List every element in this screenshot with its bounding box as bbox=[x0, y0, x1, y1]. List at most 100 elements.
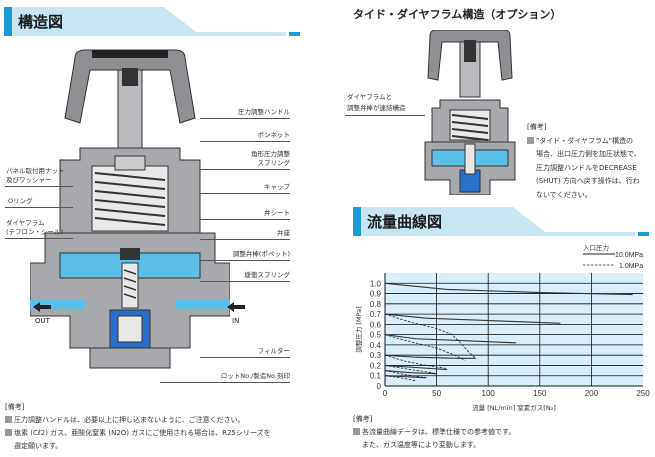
series-line-1.0MPa bbox=[384, 375, 417, 382]
bullet-square-icon bbox=[5, 416, 12, 423]
y-tick-label: 0.5 bbox=[370, 331, 382, 340]
note-text: (SHUT) 方向へ戻す操作は、行わ bbox=[536, 177, 640, 185]
leader-line bbox=[5, 207, 73, 208]
label-buffer-spring: 緩衝スプリング bbox=[244, 271, 291, 279]
notes-heading: [備考] bbox=[527, 123, 547, 131]
y-tick-label: 0.7 bbox=[370, 310, 382, 319]
label-square-spring: 角形圧力調整 bbox=[251, 150, 290, 158]
label-panel-washer: 及びワッシャー bbox=[6, 176, 52, 184]
x-tick-label: 250 bbox=[636, 389, 650, 398]
section-title: 構造図 bbox=[18, 13, 64, 31]
label-o-ring: Oリング bbox=[8, 197, 33, 205]
y-tick-label: 0.4 bbox=[370, 341, 382, 350]
series-line-10.0MPa bbox=[384, 282, 633, 296]
series-line-10.0MPa bbox=[384, 334, 517, 344]
note-item: 塩素 (Cℓ2) ガス、亜酸化窒素 (N2O) ガスにご使用される場合は、R25… bbox=[5, 427, 271, 440]
x-tick-label: 200 bbox=[585, 389, 599, 398]
tied-diaphragm-diagram bbox=[424, 30, 516, 195]
leader-line bbox=[200, 193, 290, 194]
bullet-square-icon bbox=[353, 428, 360, 435]
x-axis-label: 流量 [NL/min] 窒素ガス[N₂] bbox=[472, 403, 556, 412]
series-line-10.0MPa bbox=[384, 313, 561, 324]
leader-line bbox=[200, 260, 290, 261]
x-tick-label: 150 bbox=[533, 389, 547, 398]
regulator-cross-section-diagram bbox=[30, 49, 230, 369]
label-tied-2: 調整弁棒が連結構造 bbox=[347, 104, 406, 112]
notes-heading: [備考] bbox=[5, 403, 25, 411]
leader-line bbox=[200, 281, 290, 282]
label-valve-seat: 弁シート bbox=[264, 209, 290, 217]
in-label: IN bbox=[232, 317, 240, 325]
tied-diaphragm-title: タイド・ダイヤフラム構造（オプション） bbox=[353, 8, 562, 21]
bullet-square-icon bbox=[5, 429, 12, 436]
label-bonnet: ボンネット bbox=[257, 131, 290, 139]
legend-label: 1.0MPa bbox=[619, 263, 643, 270]
note-text: ないでください。 bbox=[536, 190, 592, 199]
series-line-1.0MPa bbox=[384, 313, 477, 359]
legend-title: 入口圧力 bbox=[583, 243, 609, 252]
note-text: 圧力調整ハンドルは、必要以上に押し込まないように、ご注意ください。 bbox=[14, 416, 245, 424]
out-arrow-icon bbox=[33, 302, 51, 312]
leader-line bbox=[200, 141, 290, 142]
plot-area bbox=[385, 273, 643, 386]
y-tick-label: 0 bbox=[377, 382, 382, 391]
label-valve-base: 弁座 bbox=[277, 229, 290, 237]
legend-label: 10.0MPa bbox=[615, 252, 643, 259]
section-header-structure: 構造図 bbox=[4, 7, 300, 36]
note-text: 塩素 (Cℓ2) ガス、亜酸化窒素 (N2O) ガスにご使用される場合は、R25… bbox=[14, 429, 271, 437]
notes-heading: [備考] bbox=[353, 415, 373, 423]
series-line-10.0MPa bbox=[384, 375, 427, 379]
tied-notes: [備考] "タイド・ダイヤフラム"構造の 場合、出口圧力側を加圧状態で、 圧力調… bbox=[527, 121, 641, 202]
label-spring: スプリング bbox=[257, 159, 291, 167]
leader-line bbox=[200, 118, 290, 119]
leader-line bbox=[5, 238, 73, 239]
header-background bbox=[353, 207, 649, 236]
series-line-1.0MPa bbox=[384, 370, 427, 379]
label-cap: キャップ bbox=[264, 183, 290, 191]
y-tick-label: 0.9 bbox=[370, 290, 382, 299]
note-item: 各流量曲線データは、標準仕様での参考値です。 bbox=[353, 426, 515, 439]
leader-line bbox=[160, 382, 290, 383]
label-panel-nut: パネル取付用ナット bbox=[6, 167, 65, 175]
note-text: 圧力調整ハンドルをDECREASE bbox=[536, 163, 637, 172]
out-label: OUT bbox=[35, 317, 50, 325]
label-filter: フィルター bbox=[257, 347, 290, 355]
bullet-square-icon bbox=[527, 136, 534, 144]
label-tied-1: ダイヤフラムと bbox=[347, 93, 393, 101]
note-text: 場合、出口圧力側を加圧状態で、 bbox=[536, 150, 641, 158]
note-item: 圧力調整ハンドルは、必要以上に押し込まないように、ご注意ください。 bbox=[5, 414, 245, 427]
label-pressure-handle: 圧力調整ハンドル bbox=[238, 108, 290, 116]
series-line-1.0MPa bbox=[384, 334, 466, 361]
leader-line bbox=[200, 169, 290, 170]
note-text: 選定願います。 bbox=[14, 442, 63, 450]
y-tick-label: 1.0 bbox=[370, 279, 382, 288]
label-diaphragm: ダイヤフラム bbox=[6, 219, 45, 227]
leader-line bbox=[5, 186, 73, 187]
header-background bbox=[4, 7, 300, 36]
series-line-1.0MPa bbox=[384, 354, 447, 369]
series-line-10.0MPa bbox=[384, 354, 476, 359]
leader-line bbox=[200, 219, 290, 220]
note-text: また、ガス温度等により変動します。 bbox=[362, 441, 481, 449]
in-arrow-icon bbox=[227, 302, 245, 312]
label-poppet: 調整弁棒(ポペット) bbox=[232, 250, 290, 258]
leader-line bbox=[200, 357, 290, 358]
y-tick-label: 0.1 bbox=[370, 372, 382, 381]
series-line-10.0MPa bbox=[384, 364, 447, 371]
y-tick-label: 0.8 bbox=[370, 300, 382, 309]
x-tick-label: 100 bbox=[482, 389, 496, 398]
label-teflon-seal: (テフロン・シール) bbox=[6, 228, 64, 236]
section-title: 流量曲線図 bbox=[367, 213, 443, 231]
x-tick-label: 0 bbox=[383, 389, 388, 398]
leader-line bbox=[345, 115, 425, 116]
series-line-1.0MPa bbox=[384, 365, 437, 375]
y-axis-label: 調整圧力 [MPa] bbox=[354, 306, 363, 352]
x-tick-label: 50 bbox=[432, 389, 441, 398]
y-tick-label: 0.2 bbox=[370, 361, 382, 370]
note-item: "タイド・ダイヤフラム"構造の bbox=[527, 135, 641, 149]
section-header-flow: 流量曲線図 bbox=[353, 207, 649, 236]
note-text: 各流量曲線データは、標準仕様での参考値です。 bbox=[362, 428, 516, 436]
series-line-10.0MPa bbox=[384, 370, 437, 375]
